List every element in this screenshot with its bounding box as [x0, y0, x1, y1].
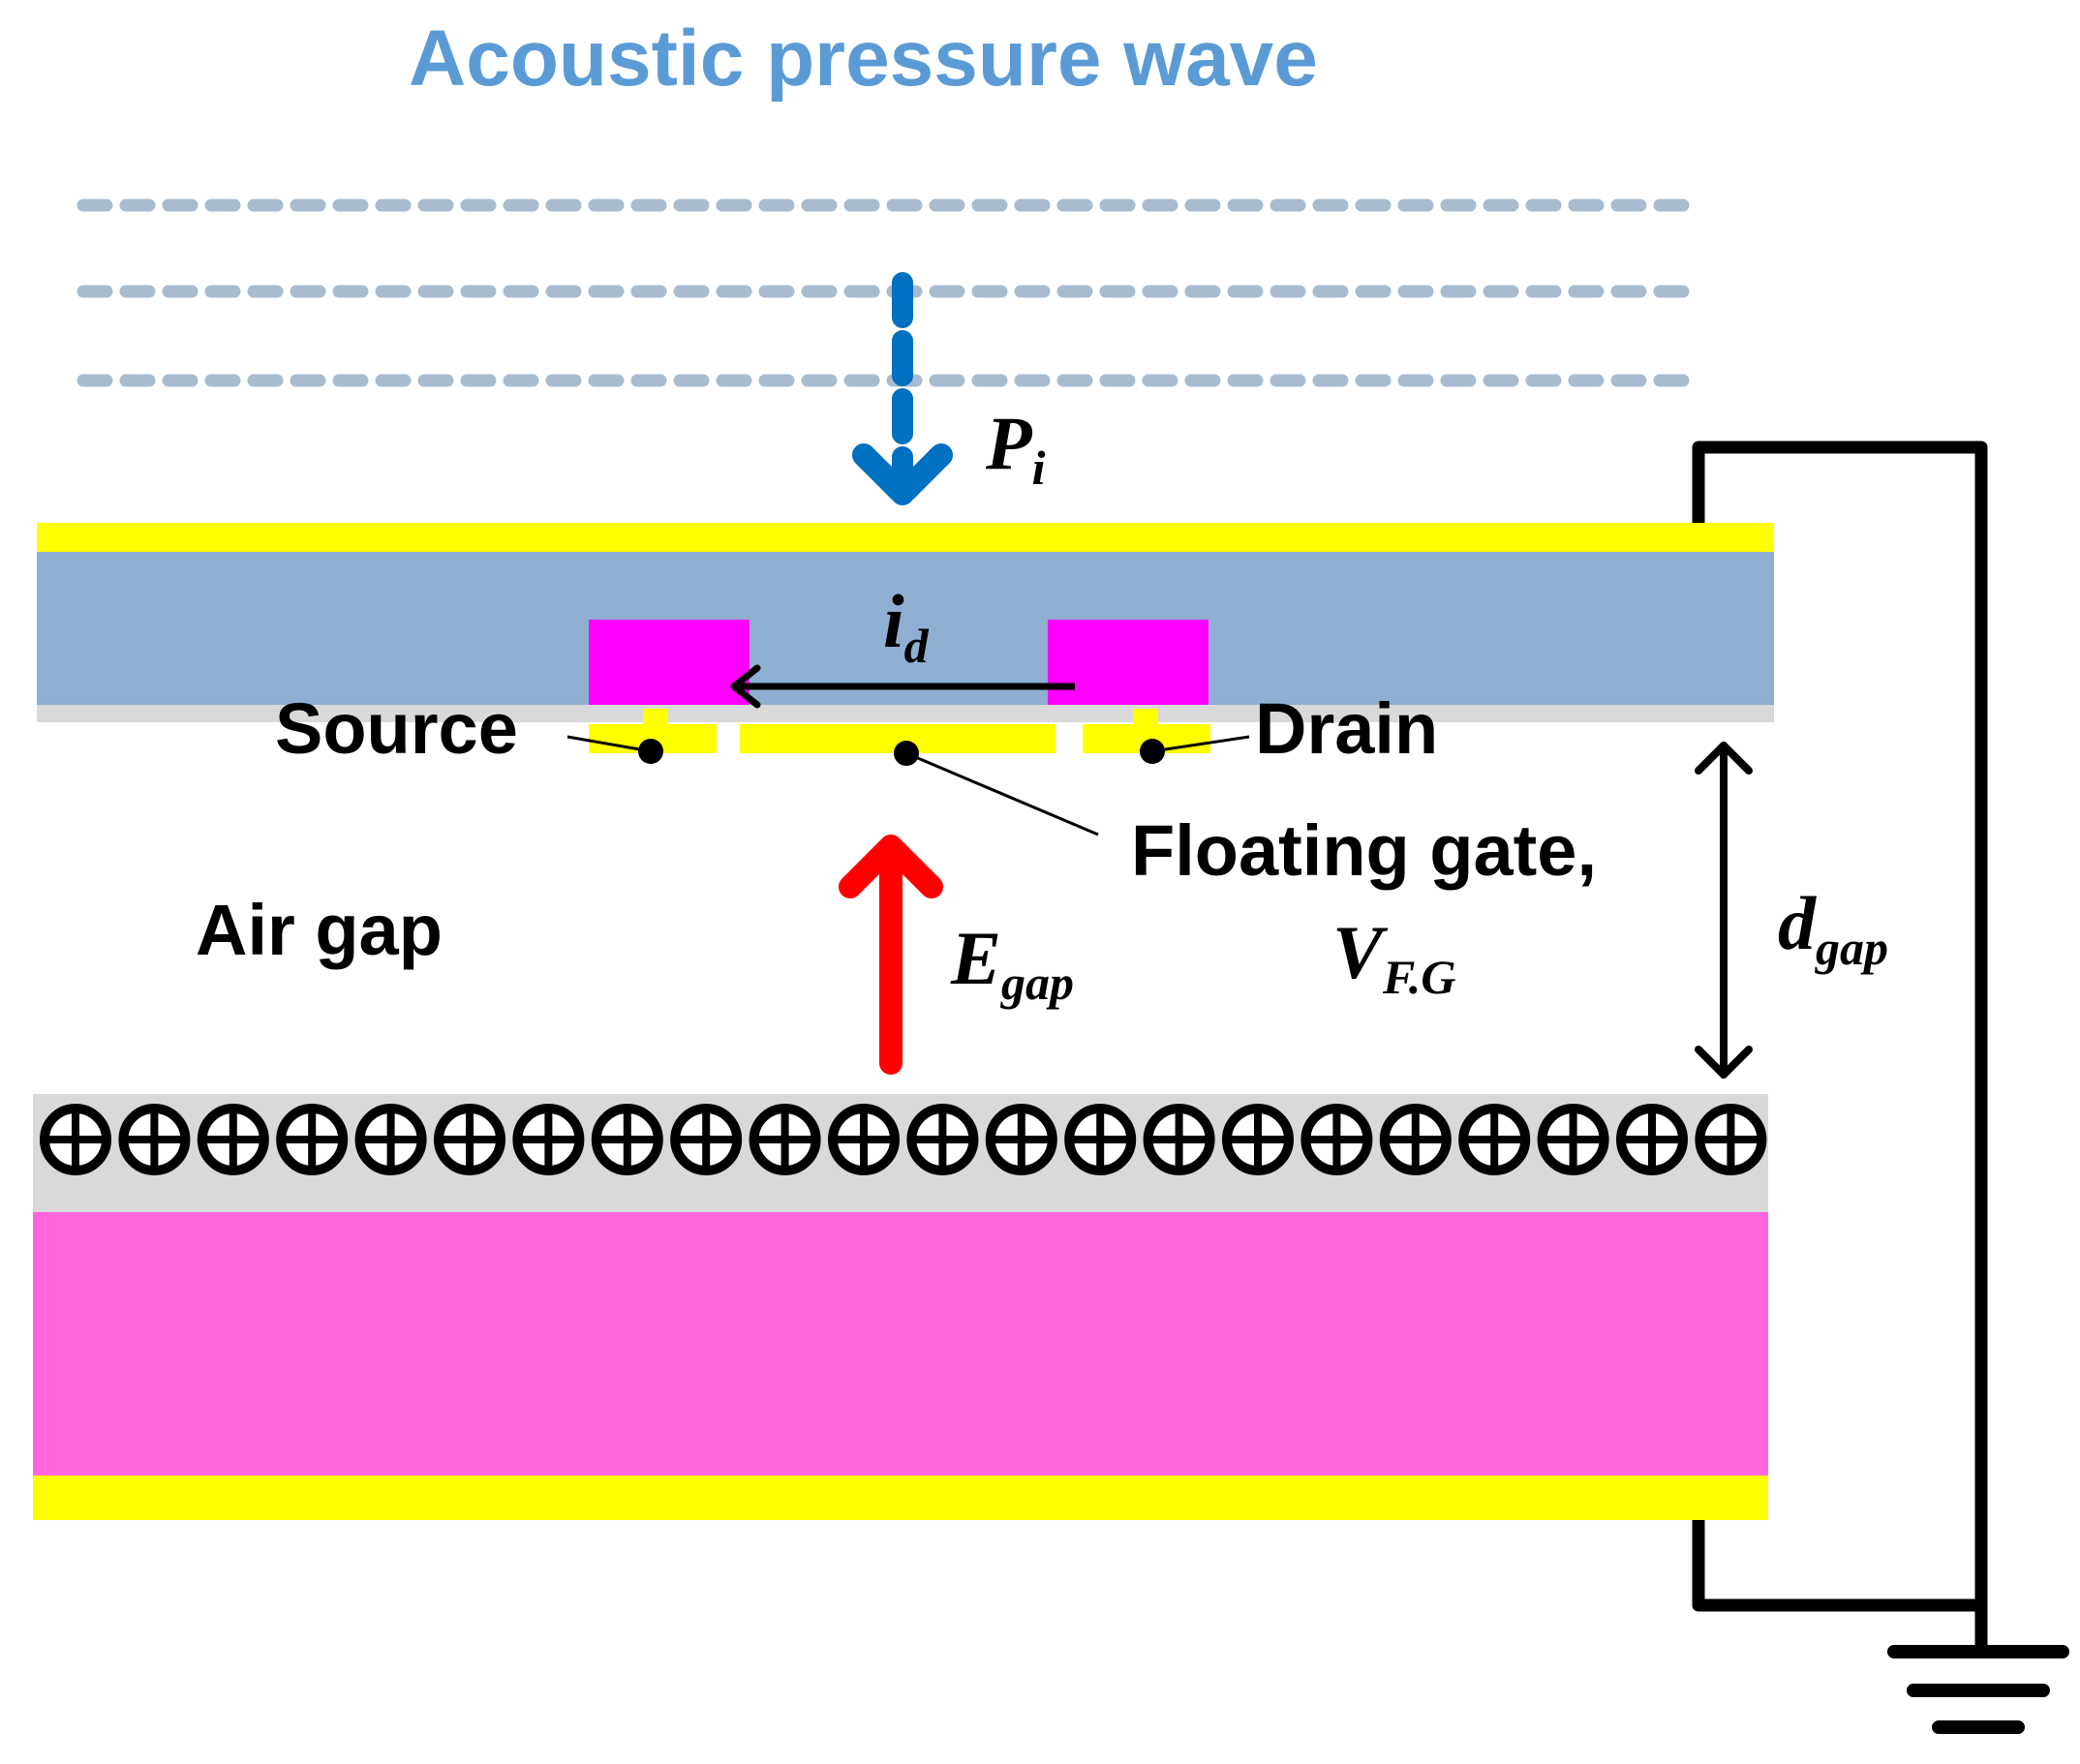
top-substrate-bottom-film	[37, 705, 1774, 722]
electric-field-symbol-main: E	[950, 916, 1001, 1000]
electric-field-symbol: Egap	[950, 916, 1074, 1010]
positive-charge-icon	[1616, 1104, 1688, 1175]
positive-charge-icon	[1695, 1104, 1767, 1175]
bottom-ground-wire	[1692, 1520, 1981, 1612]
positive-charge-icon	[1143, 1104, 1215, 1175]
drain-dot	[1140, 739, 1165, 764]
positive-charge-icon	[1379, 1104, 1452, 1175]
positive-charge-icon	[512, 1104, 585, 1175]
positive-charge-icon	[1064, 1104, 1137, 1175]
positive-charge-icon	[828, 1104, 900, 1175]
top-substrate	[37, 552, 1774, 705]
ground-icon	[1887, 1645, 2069, 1734]
positive-charge-icon	[906, 1104, 979, 1175]
pressure-symbol-sub: i	[1032, 441, 1046, 495]
gap-distance-symbol-sub: gap	[1815, 921, 1888, 975]
positive-charge-icon	[670, 1104, 743, 1175]
diagram-title: Acoustic pressure wave	[409, 15, 1318, 103]
positive-charge-icon	[591, 1104, 663, 1175]
pressure-symbol-main: P	[985, 401, 1033, 485]
floating-gate-dot	[894, 741, 919, 766]
positive-charge-icon	[1537, 1104, 1609, 1175]
air-gap-label: Air gap	[196, 890, 443, 970]
positive-charge-icon	[749, 1104, 821, 1175]
positive-charge-icon	[40, 1104, 111, 1175]
source-dot	[638, 739, 663, 764]
drain-label: Drain	[1255, 688, 1438, 769]
bottom-dielectric	[33, 1212, 1768, 1475]
gate-voltage-symbol-main: V	[1332, 910, 1389, 994]
source-label: Source	[275, 688, 518, 769]
leader-lines	[566, 735, 1250, 836]
gap-distance-symbol-main: d	[1778, 881, 1817, 965]
gate-voltage-symbol-sub: F.G	[1382, 950, 1456, 1004]
positive-charge-icon	[434, 1104, 505, 1175]
positive-charges	[40, 1104, 1767, 1175]
drain-pad	[1048, 620, 1208, 705]
positive-charge-icon	[1458, 1104, 1531, 1175]
gap-distance-arrow	[1695, 742, 1753, 1079]
positive-charge-icon	[276, 1104, 349, 1175]
top-electrode	[37, 523, 1774, 552]
positive-charge-icon	[354, 1104, 427, 1175]
drain-current-symbol: id	[883, 579, 930, 673]
source-pad	[589, 620, 749, 705]
positive-charge-icon	[197, 1104, 269, 1175]
gap-distance-symbol: dgap	[1778, 881, 1888, 975]
positive-charge-icon	[1222, 1104, 1294, 1175]
positive-charge-icon	[985, 1104, 1057, 1175]
drain-current-symbol-main: i	[883, 579, 904, 663]
positive-charge-icon	[1300, 1104, 1373, 1175]
drain-current-arrow	[730, 664, 1075, 709]
electric-field-arrow	[839, 835, 943, 1075]
ground-wire	[1692, 441, 1988, 1646]
electric-field-symbol-sub: gap	[1000, 956, 1074, 1010]
drain-current-symbol-sub: d	[904, 619, 930, 673]
positive-charge-icon	[118, 1104, 191, 1175]
pressure-symbol: Pi	[985, 401, 1046, 495]
pressure-arrow	[852, 272, 953, 505]
bottom-electrode	[33, 1475, 1768, 1520]
floating-gate-label: Floating gate,	[1131, 810, 1597, 891]
gate-voltage-symbol: VF.G	[1332, 910, 1456, 1004]
